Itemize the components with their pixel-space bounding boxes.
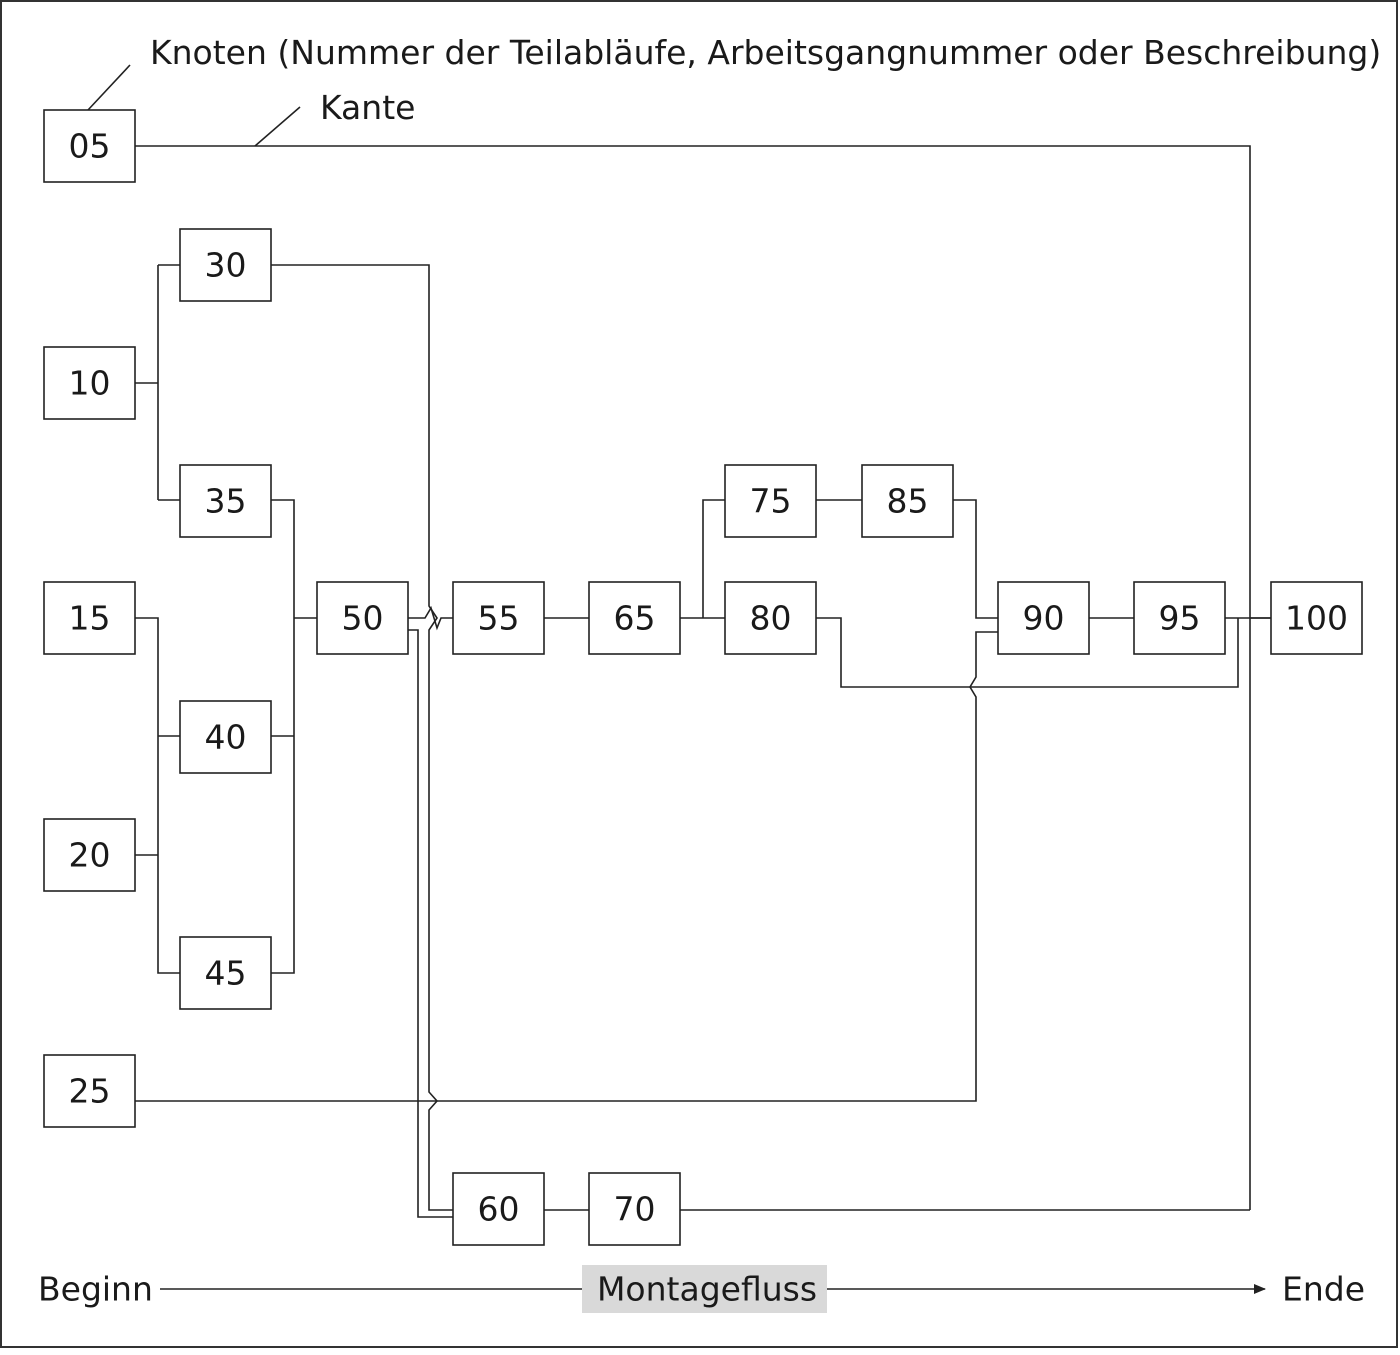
node-80-label: 80 (750, 599, 792, 638)
node-05: 05 (43, 109, 136, 183)
flow-label-background (582, 1265, 827, 1313)
edge-85-90 (953, 499, 998, 619)
nodes: 05 10 15 20 25 30 35 40 45 50 55 60 65 7… (43, 109, 1363, 1246)
node-75: 75 (724, 464, 817, 538)
node-30-label: 30 (205, 246, 247, 285)
edge-30-55 (271, 264, 453, 1211)
node-40-label: 40 (205, 718, 247, 757)
node-40: 40 (179, 700, 272, 774)
edge-50-60 (408, 629, 453, 1218)
node-50: 50 (316, 581, 409, 655)
node-55-label: 55 (478, 599, 520, 638)
node-annotation-leader (87, 64, 131, 111)
node-65-label: 65 (614, 599, 656, 638)
node-90-label: 90 (1023, 599, 1065, 638)
node-15: 15 (43, 581, 136, 655)
node-60: 60 (452, 1172, 545, 1246)
node-75-label: 75 (750, 482, 792, 521)
edge-80-100 (816, 617, 1239, 688)
node-25: 25 (43, 1054, 136, 1128)
node-35: 35 (179, 464, 272, 538)
node-90: 90 (997, 581, 1090, 655)
node-20: 20 (43, 818, 136, 892)
node-50-label: 50 (342, 599, 384, 638)
flow-label: Montagefluss (597, 1270, 817, 1309)
start-label: Beginn (38, 1270, 153, 1309)
node-annotation: Knoten (Nummer der Teilabläufe, Arbeitsg… (150, 33, 1381, 72)
node-95-label: 95 (1159, 599, 1201, 638)
edge-35-40-45-50 (271, 499, 317, 974)
node-35-label: 35 (205, 482, 247, 521)
edge-annotation-leader (254, 106, 301, 147)
node-15-label: 15 (69, 599, 111, 638)
edge-10-30-35 (135, 264, 180, 501)
node-10-label: 10 (69, 364, 111, 403)
node-45: 45 (179, 936, 272, 1010)
node-60-label: 60 (478, 1190, 520, 1229)
node-100: 100 (1270, 581, 1363, 655)
node-65: 65 (588, 581, 681, 655)
edge-50-55 (408, 606, 453, 631)
node-95: 95 (1133, 581, 1226, 655)
edges (135, 145, 1271, 1218)
edge-annotation: Kante (320, 88, 415, 127)
edge-15-40-45 (135, 617, 180, 974)
node-10: 10 (43, 346, 136, 420)
node-20-label: 20 (69, 836, 111, 875)
edge-05-100 (135, 145, 1271, 1210)
node-45-label: 45 (205, 954, 247, 993)
node-70: 70 (588, 1172, 681, 1246)
node-25-label: 25 (69, 1072, 111, 1111)
node-30: 30 (179, 228, 272, 302)
node-70-label: 70 (614, 1190, 656, 1229)
node-05-label: 05 (69, 127, 111, 166)
node-85-label: 85 (887, 482, 929, 521)
edge-65-75-80 (680, 499, 725, 619)
node-55: 55 (452, 581, 545, 655)
node-80: 80 (724, 581, 817, 655)
node-85: 85 (861, 464, 954, 538)
end-label: Ende (1282, 1270, 1365, 1309)
node-100-label: 100 (1285, 599, 1348, 638)
